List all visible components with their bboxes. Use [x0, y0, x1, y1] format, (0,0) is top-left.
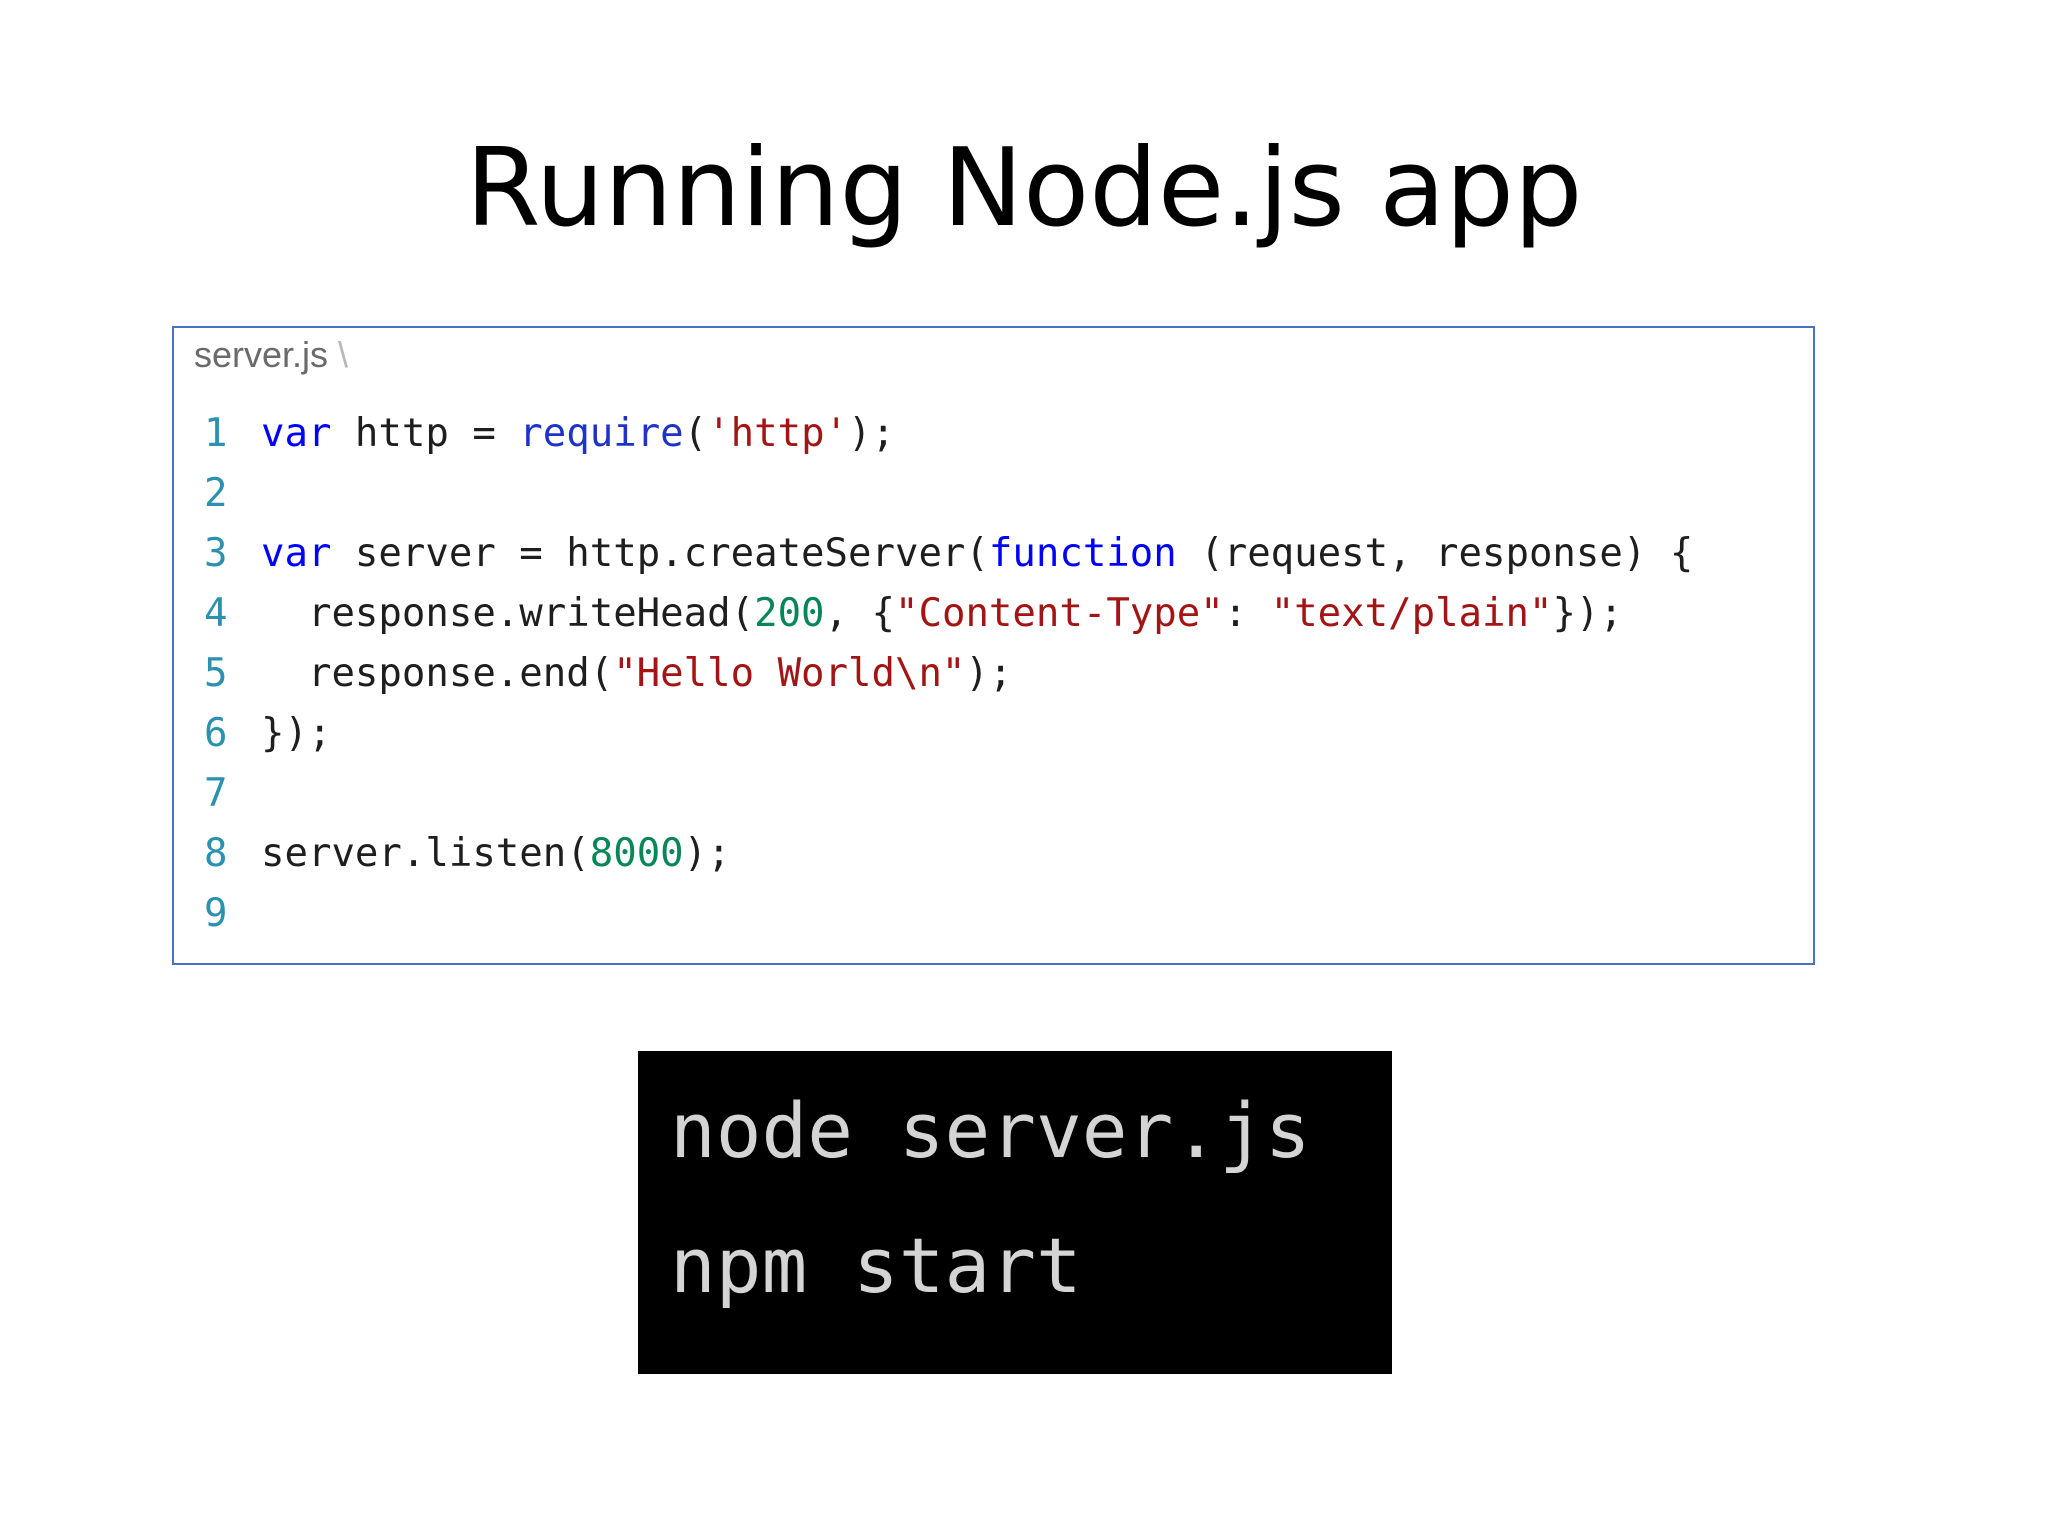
code-line: 3 var server = http.createServer(function…	[204, 524, 1693, 584]
code-token: "Hello World\n"	[613, 651, 966, 696]
code-editor-panel: server.js\ 1 var http = require('http'); 2…	[172, 326, 1815, 965]
code-line: 8 server.listen(8000);	[204, 824, 1693, 884]
line-number: 4	[204, 591, 228, 636]
code-token: server = http.createServer(	[331, 531, 989, 576]
code-token: );	[683, 831, 731, 876]
code-token: });	[1552, 591, 1623, 636]
code-token: );	[965, 651, 1013, 696]
code-line: 6});	[204, 704, 1693, 764]
file-tab-label: server.js	[194, 334, 329, 375]
line-number: 3	[204, 531, 228, 576]
code-line: 1 var http = require('http');	[204, 404, 1693, 464]
code-line: 5 response.end("Hello World\n");	[204, 644, 1693, 704]
line-number: 9	[204, 891, 228, 936]
line-number: 2	[204, 471, 228, 516]
code-token: 200	[754, 591, 825, 636]
file-tab[interactable]: server.js\	[194, 334, 348, 376]
tab-separator: \	[338, 334, 349, 375]
line-number: 5	[204, 651, 228, 696]
code-token: });	[261, 711, 332, 756]
terminal-command-node: node server.js	[670, 1086, 1311, 1175]
code-token: function	[988, 531, 1177, 576]
code-token: response.writeHead(	[261, 591, 755, 636]
code-token: 8000	[589, 831, 684, 876]
code-line: 7	[204, 764, 1693, 824]
line-number: 8	[204, 831, 228, 876]
code-token: (	[683, 411, 708, 456]
code-token: :	[1223, 591, 1271, 636]
code-token: );	[848, 411, 896, 456]
terminal-panel: node server.js npm start	[638, 1051, 1392, 1374]
code-token: require	[519, 411, 684, 456]
slide-title: Running Node.js app	[465, 126, 1583, 251]
code-line: 4 response.writeHead(200, {"Content-Type…	[204, 584, 1693, 644]
line-number: 1	[204, 411, 228, 456]
code-line: 2	[204, 464, 1693, 524]
code-token: response.end(	[261, 651, 614, 696]
code-token: "Content-Type"	[895, 591, 1224, 636]
code-token: server.listen(	[261, 831, 590, 876]
code-token: var	[261, 531, 332, 576]
code-token: http =	[331, 411, 520, 456]
code-line: 9	[204, 884, 1693, 944]
code-token: (request, response) {	[1176, 531, 1694, 576]
code-lines: 1 var http = require('http'); 2 3 var server…	[204, 404, 1693, 944]
line-number: 6	[204, 711, 228, 756]
code-token: var	[261, 411, 332, 456]
code-token: "text/plain"	[1270, 591, 1553, 636]
code-token: 'http'	[707, 411, 849, 456]
terminal-command-npm: npm start	[670, 1221, 1082, 1310]
code-token: , {	[824, 591, 895, 636]
line-number: 7	[204, 771, 228, 816]
